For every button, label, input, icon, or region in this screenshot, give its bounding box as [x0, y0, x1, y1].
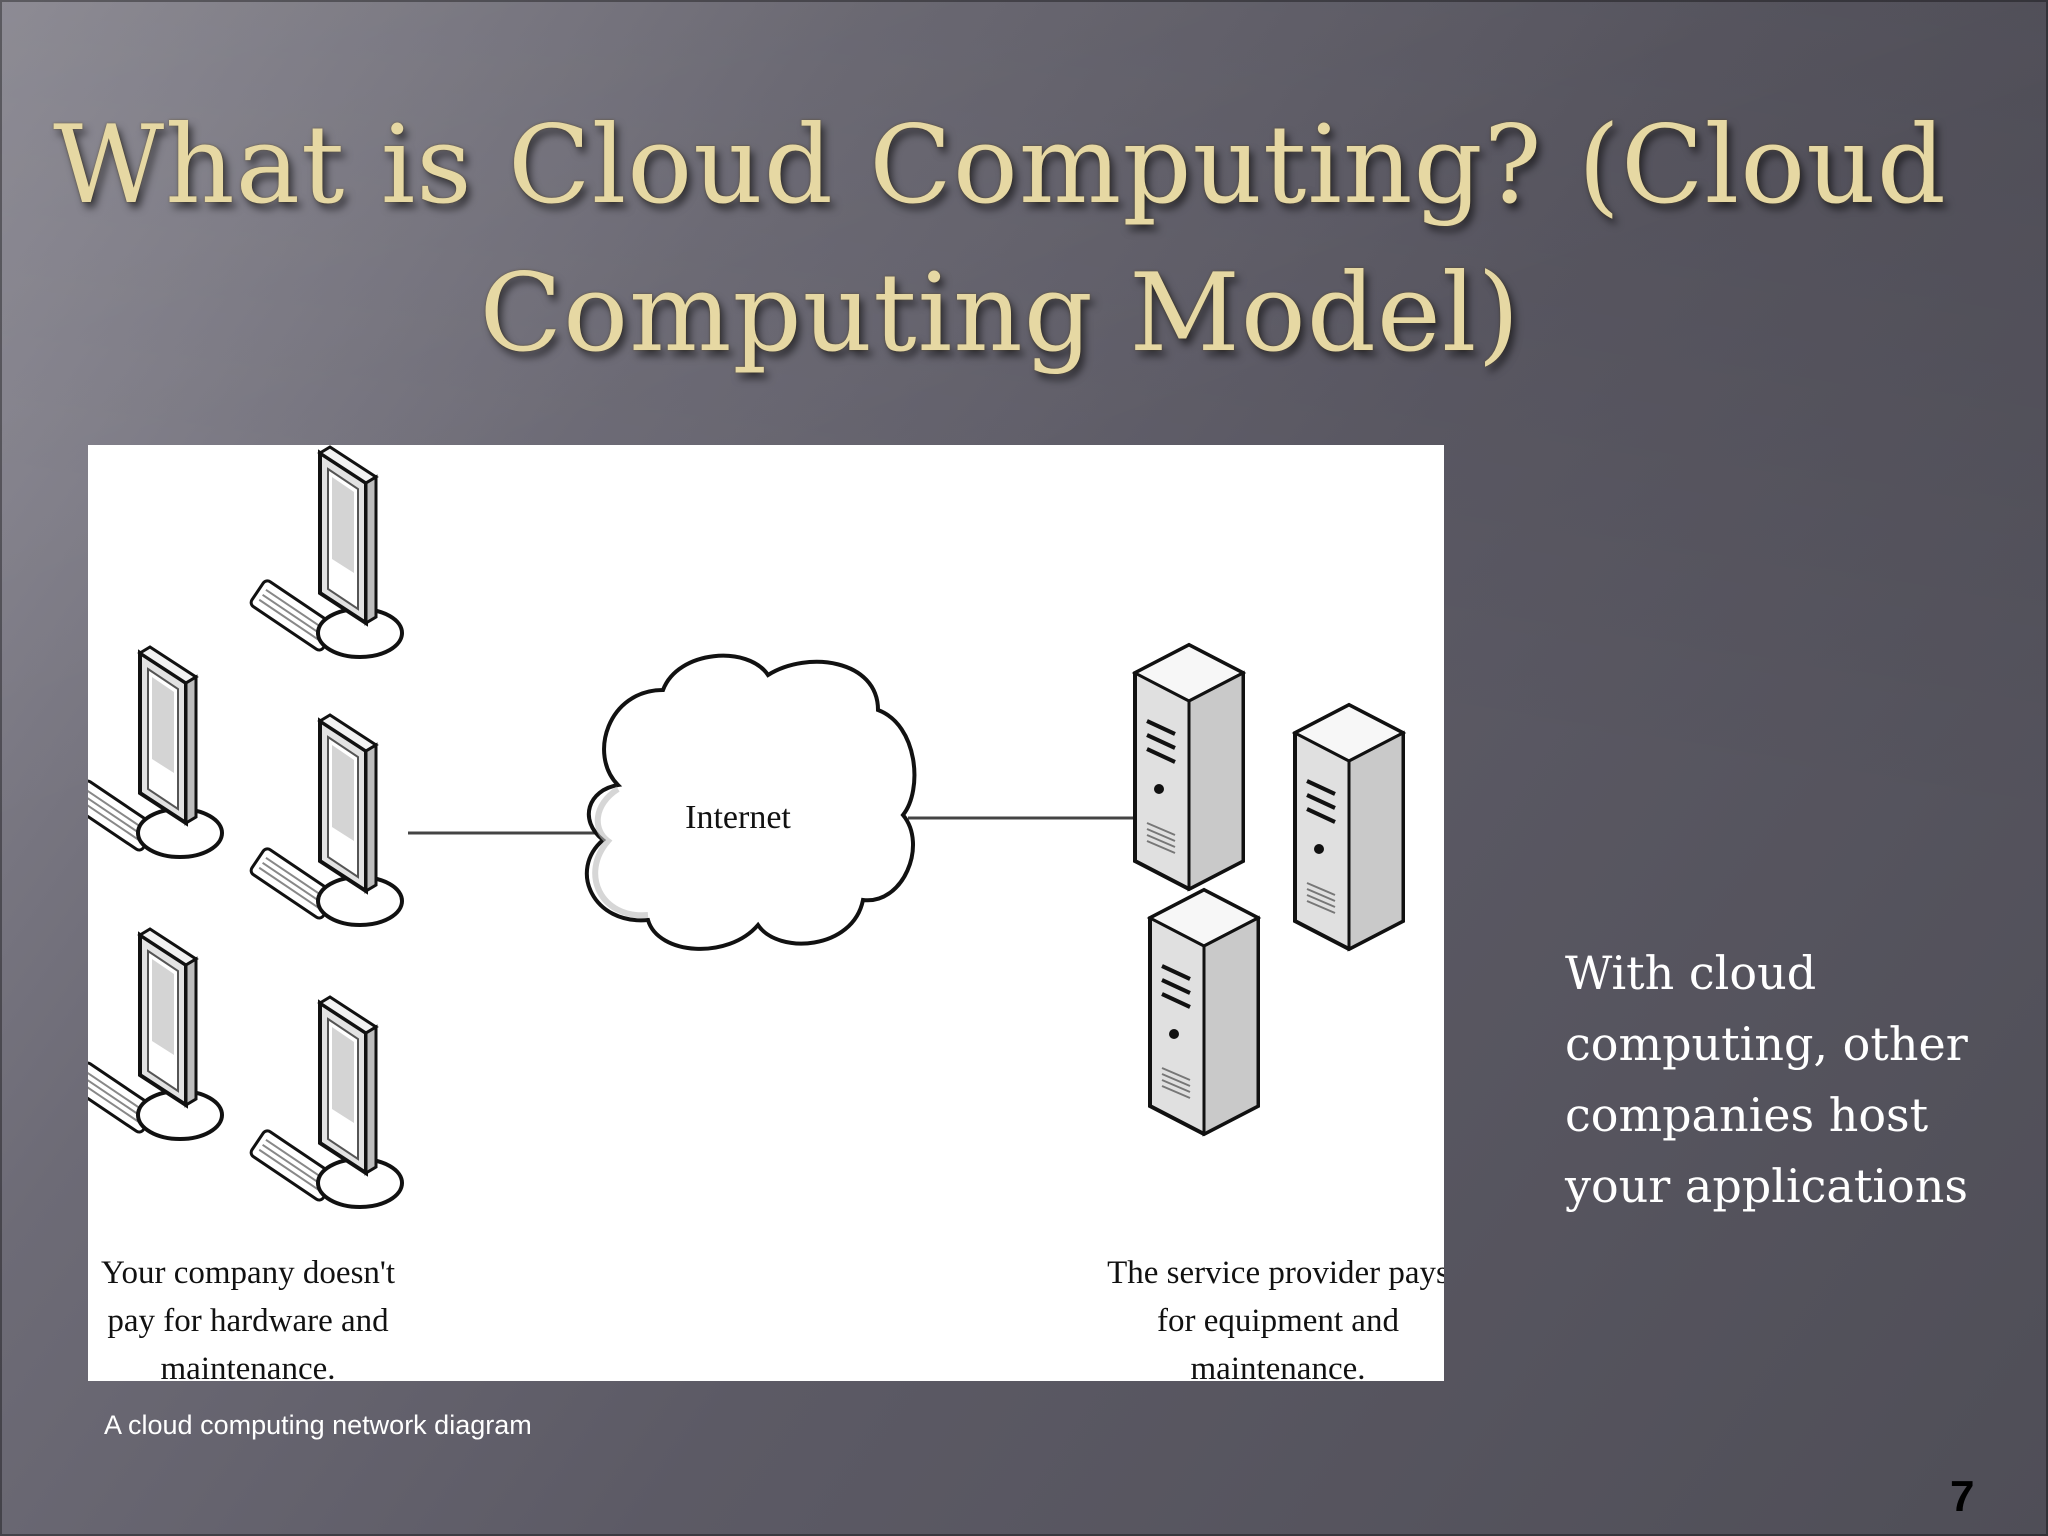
page-number: 7: [1950, 1472, 1975, 1521]
internet-cloud-icon: Internet: [584, 653, 917, 951]
provider-cost-note: The service provider pays for equipment …: [1107, 1255, 1444, 1381]
slide-title: What is Cloud Computing? (Cloud Computin…: [53, 103, 1947, 376]
client-computer-2-icon: [88, 645, 224, 859]
diagram-caption: A cloud computing network diagram: [104, 1410, 532, 1440]
client-computer-3-icon: [247, 713, 404, 927]
client-cost-note: Your company doesn't pay for hardware an…: [101, 1255, 395, 1381]
client-note-line-2: pay for hardware and: [107, 1303, 389, 1339]
client-note-line-1: Your company doesn't: [101, 1255, 395, 1291]
internet-label: Internet: [685, 799, 791, 836]
server-3-icon: [1148, 888, 1260, 1136]
client-computer-4-icon: [88, 927, 224, 1141]
provider-note-line-3: maintenance.: [1191, 1351, 1366, 1381]
server-1-icon: [1133, 643, 1245, 891]
client-computer-1-icon: [247, 445, 404, 659]
client-computer-5-icon: [247, 995, 404, 1209]
server-2-icon: [1293, 703, 1405, 951]
provider-note-line-1: The service provider pays: [1107, 1255, 1444, 1291]
client-note-line-3: maintenance.: [161, 1351, 336, 1381]
provider-note-line-2: for equipment and: [1157, 1303, 1399, 1339]
cloud-network-diagram: Internet Your company doesn't pay for ha…: [88, 445, 1444, 1381]
side-description: With cloud computing, other companies ho…: [1565, 946, 1968, 1213]
